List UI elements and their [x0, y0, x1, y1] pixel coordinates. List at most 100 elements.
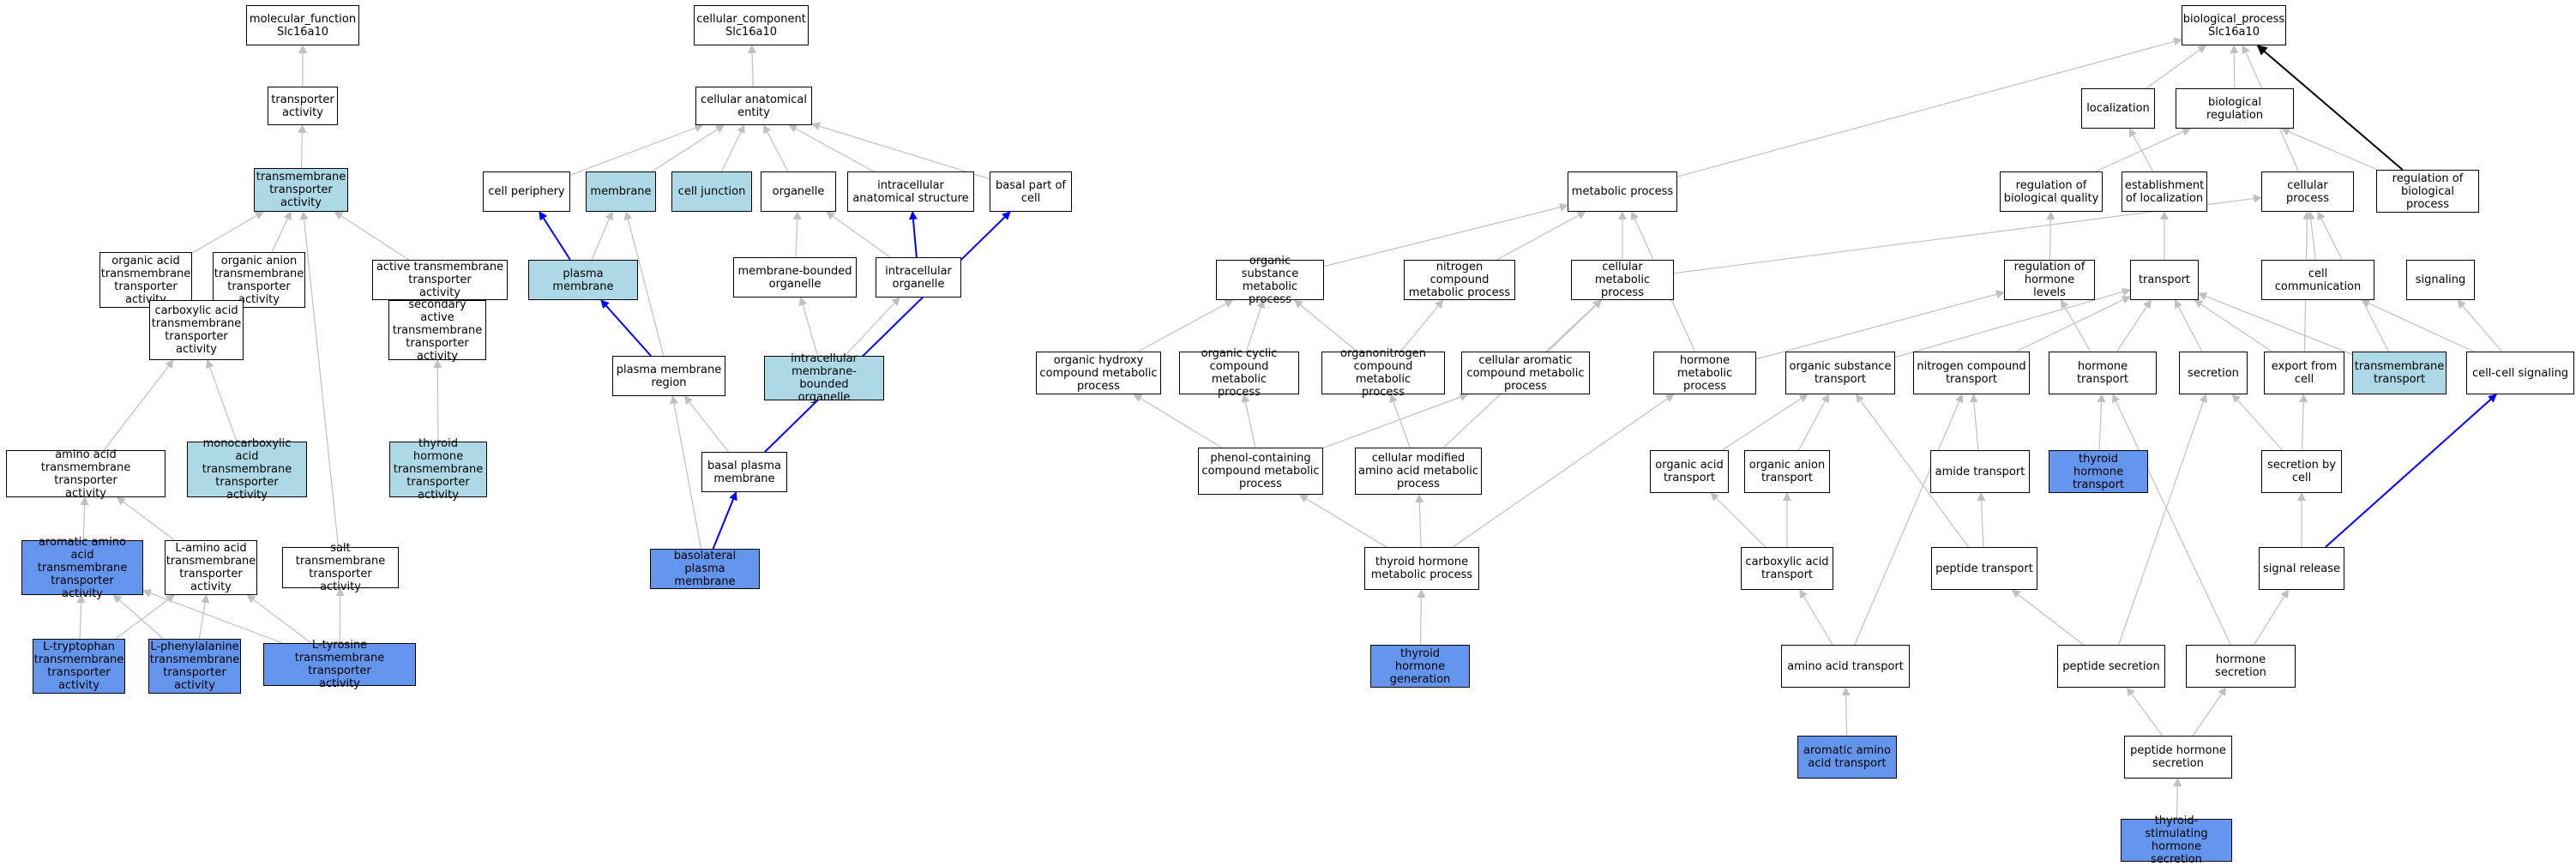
- go-term-phenol-metab[interactable]: phenol-containing compound metabolic pro…: [1198, 448, 1323, 495]
- edge-phenol-metab-to-org-hydroxy: [1133, 394, 1222, 448]
- go-term-organonitrogen[interactable]: organonitrogen compound metabolic proces…: [1321, 347, 1445, 399]
- edge-peptide-hormone-secretion-to-hormone-secretion: [2192, 687, 2227, 737]
- edge-cell-cell-signaling-to-cell-communication: [2361, 299, 2474, 352]
- go-term-thyroid-generation[interactable]: thyroid hormone generation: [1370, 645, 1470, 688]
- go-term-amide-transport[interactable]: amide transport: [1930, 450, 2030, 493]
- edge-metabolic-process-to-bp-root: [1676, 37, 2182, 177]
- go-term-basolateral-pm[interactable]: basolateral plasma membrane: [650, 549, 760, 589]
- edge-thyroid-transport-to-hormone-transport: [2097, 394, 2106, 451]
- go-term-cae[interactable]: cellular anatomical entity: [695, 87, 812, 125]
- go-term-cellular-process[interactable]: cellular process: [2261, 171, 2354, 212]
- edge-membrane-to-cae: [652, 124, 725, 172]
- go-term-est-localization[interactable]: establishment of localization: [2122, 171, 2207, 212]
- go-term-secretion[interactable]: secretion: [2179, 352, 2248, 394]
- go-term-org-hydroxy[interactable]: organic hydroxy compound metabolic proce…: [1036, 352, 1161, 394]
- go-term-nitrogen-transport[interactable]: nitrogen compound transport: [1913, 352, 2030, 394]
- go-term-basal-part[interactable]: basal part of cell: [990, 171, 1072, 212]
- go-term-cell-communication[interactable]: cell communication: [2261, 260, 2374, 300]
- go-term-intra-mb-org[interactable]: intracellular membrane-bounded organelle: [764, 352, 884, 404]
- go-term-cc-root[interactable]: cellular_component Slc16a10: [694, 5, 809, 45]
- go-term-org-sub-transport[interactable]: organic substance transport: [1785, 352, 1895, 394]
- go-term-aromatic-tm[interactable]: aromatic amino acid transmembrane transp…: [21, 536, 143, 600]
- go-term-nitrogen-metab[interactable]: nitrogen compound metabolic process: [1404, 260, 1515, 300]
- go-term-carboxylic-tm[interactable]: carboxylic acid transmembrane transporte…: [149, 300, 244, 360]
- go-term-organic-acid-tm[interactable]: organic acid transmembrane transporter a…: [99, 252, 192, 308]
- edge-organic-anion-tm-to-tm-transporter: [271, 211, 292, 253]
- go-term-basal-pm[interactable]: basal plasma membrane: [701, 452, 787, 492]
- edge-tm-transport-to-transport: [2198, 292, 2353, 355]
- go-term-signal-release[interactable]: signal release: [2259, 547, 2344, 590]
- go-term-intracellular-org[interactable]: intracellular organelle: [876, 257, 961, 298]
- go-term-peptide-secretion[interactable]: peptide secretion: [2057, 645, 2165, 688]
- go-term-plasma-membrane[interactable]: plasma membrane: [528, 260, 638, 300]
- go-term-active-tm[interactable]: active transmembrane transporter activit…: [372, 260, 508, 300]
- go-term-organelle[interactable]: organelle: [761, 171, 836, 212]
- go-term-org-cyclic[interactable]: organic cyclic compound metabolic proces…: [1179, 347, 1299, 399]
- go-term-tsh-secretion[interactable]: thyroid-stimulating hormone secretion: [2121, 815, 2232, 866]
- go-term-l-trp[interactable]: L-tryptophan transmembrane transporter a…: [33, 639, 125, 694]
- edge-amino-acid-transport-to-nitrogen-transport: [1854, 394, 1964, 646]
- edge-l-phe-to-l-amino-tm: [198, 594, 210, 640]
- edge-org-sub-metab-to-metabolic-process: [1323, 202, 1568, 268]
- go-term-bp-root[interactable]: biological_process Slc16a10: [2182, 5, 2286, 45]
- go-term-membrane[interactable]: membrane: [586, 171, 656, 212]
- go-term-localization[interactable]: localization: [2081, 88, 2155, 129]
- go-term-carboxylic-transport[interactable]: carboxylic acid transport: [1741, 547, 1833, 590]
- go-term-metabolic-process[interactable]: metabolic process: [1568, 171, 1677, 212]
- edge-salt-tm-to-tm-transporter: [299, 211, 340, 548]
- go-term-cell-metab[interactable]: cellular metabolic process: [1571, 260, 1674, 300]
- go-term-cell-junction[interactable]: cell junction: [671, 171, 752, 212]
- go-term-cell-mod-aa-metab[interactable]: cellular modified amino acid metabolic p…: [1355, 448, 1482, 495]
- go-term-aromatic-aa-transport[interactable]: aromatic amino acid transport: [1797, 736, 1897, 779]
- go-term-reg-hormone-levels[interactable]: regulation of hormone levels: [2004, 260, 2095, 300]
- go-term-organic-acid-transport[interactable]: organic acid transport: [1650, 450, 1729, 493]
- go-term-thyroid-transport[interactable]: thyroid hormone transport: [2049, 450, 2148, 493]
- edge-cell-cell-signaling-to-signaling: [2457, 299, 2503, 352]
- edge-nitrogen-metab-to-metabolic-process: [1496, 211, 1586, 261]
- go-term-peptide-hormone-secretion[interactable]: peptide hormone secretion: [2124, 736, 2232, 779]
- go-term-transport[interactable]: transport: [2130, 260, 2199, 300]
- go-term-hormone-metab[interactable]: hormone metabolic process: [1653, 352, 1756, 394]
- go-term-intracellular-struct[interactable]: intracellular anatomical structure: [847, 171, 974, 212]
- go-term-reg-bio-process[interactable]: regulation of biological process: [2376, 170, 2479, 213]
- go-term-mf-root[interactable]: molecular_function Slc16a10: [246, 5, 359, 45]
- go-term-pm-region[interactable]: plasma membrane region: [612, 356, 725, 396]
- go-term-bio-regulation[interactable]: biological regulation: [2176, 88, 2294, 129]
- edge-peptide-transport-to-amide-transport: [1977, 492, 1986, 548]
- go-term-transporter-activity[interactable]: transporter activity: [268, 87, 338, 125]
- go-term-l-amino-tm[interactable]: L-amino acid transmembrane transporter a…: [165, 540, 257, 595]
- go-term-export-from-cell[interactable]: export from cell: [2264, 352, 2344, 394]
- go-term-tm-transport[interactable]: transmembrane transport: [2352, 352, 2447, 394]
- go-term-organic-anion-transport[interactable]: organic anion transport: [1744, 450, 1830, 493]
- go-term-hormone-transport[interactable]: hormone transport: [2049, 352, 2157, 394]
- go-term-cell-periphery[interactable]: cell periphery: [483, 171, 570, 212]
- edge-l-trp-to-aromatic-tm: [76, 594, 86, 640]
- go-term-org-sub-metab[interactable]: organic substance metabolic process: [1216, 255, 1324, 306]
- edge-tm-transporter-to-transporter-activity: [298, 124, 307, 169]
- go-term-thyroid-tm[interactable]: thyroid hormone transmembrane transporte…: [389, 437, 487, 502]
- go-term-salt-tm[interactable]: salt transmembrane transporter activity: [282, 542, 399, 593]
- go-term-organic-anion-tm[interactable]: organic anion transmembrane transporter …: [213, 252, 305, 308]
- go-term-reg-bio-quality[interactable]: regulation of biological quality: [2000, 171, 2103, 212]
- go-term-secretion-by-cell[interactable]: secretion by cell: [2261, 450, 2342, 493]
- go-term-signaling[interactable]: signaling: [2406, 260, 2475, 300]
- edge-thyroid-tm-to-secondary-active: [433, 359, 442, 442]
- edge-amide-transport-to-nitrogen-transport: [1969, 394, 1979, 451]
- go-term-cell-aromatic[interactable]: cellular aromatic compound metabolic pro…: [1461, 352, 1590, 394]
- go-term-peptide-transport[interactable]: peptide transport: [1931, 547, 2037, 590]
- go-term-l-phe[interactable]: L-phenylalanine transmembrane transporte…: [148, 639, 241, 694]
- go-term-tm-transporter[interactable]: transmembrane transporter activity: [254, 168, 348, 212]
- edge-export-from-cell-to-transport: [2194, 299, 2272, 352]
- go-term-amino-acid-tm[interactable]: amino acid transmembrane transporter act…: [6, 448, 166, 500]
- edge-cell-periphery-to-cae: [569, 123, 704, 176]
- go-term-cell-cell-signaling[interactable]: cell-cell signaling: [2466, 352, 2574, 394]
- go-term-amino-acid-transport[interactable]: amino acid transport: [1781, 645, 1910, 688]
- go-term-hormone-secretion[interactable]: hormone secretion: [2186, 645, 2296, 688]
- edge-l-phe-to-aromatic-tm: [112, 594, 164, 640]
- go-term-monocarboxylic-tm[interactable]: monocarboxylic acid transmembrane transp…: [187, 437, 307, 502]
- go-term-membrane-bounded[interactable]: membrane-bounded organelle: [733, 257, 857, 298]
- go-term-secondary-active[interactable]: secondary active transmembrane transport…: [388, 298, 486, 363]
- go-term-thyroid-metab[interactable]: thyroid hormone metabolic process: [1364, 547, 1479, 590]
- go-term-l-tyr[interactable]: L-tyrosine transmembrane transporter act…: [263, 639, 416, 690]
